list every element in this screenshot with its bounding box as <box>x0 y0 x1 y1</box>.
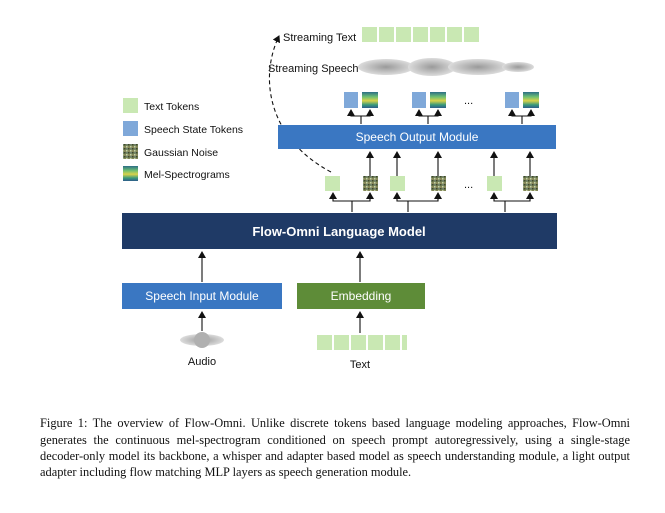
lm-output-ellipsis: ... <box>464 179 473 191</box>
figure-caption: Figure 1: The overview of Flow-Omni. Unl… <box>40 416 630 479</box>
text-label: Text <box>350 359 370 371</box>
lm-output-arrows <box>329 192 534 212</box>
speech-output-module <box>278 125 556 149</box>
speech-output-module-label: Speech Output Module <box>356 130 479 144</box>
streaming-text-tokens <box>362 27 479 42</box>
audio-waveform-icon <box>180 332 224 348</box>
legend-speech-state-tokens: Speech State Tokens <box>144 124 243 136</box>
language-model-label: Flow-Omni Language Model <box>252 224 425 239</box>
audio-label: Audio <box>188 356 216 368</box>
feedback-dashed-arrow <box>268 35 332 173</box>
output-arrows <box>347 109 535 124</box>
lm-input-arrows <box>198 251 364 282</box>
embedding-module <box>297 283 425 309</box>
speech-input-module-label: Speech Input Module <box>145 289 259 303</box>
input-text-tokens <box>317 335 407 350</box>
output-token-pairs <box>344 92 539 108</box>
speech-input-module <box>122 283 282 309</box>
legend-mel-spectrograms: Mel-Spectrograms <box>144 169 230 181</box>
embedding-label: Embedding <box>331 289 392 303</box>
streaming-speech-waveform <box>358 58 534 76</box>
input-arrows <box>198 311 364 333</box>
legend-gaussian-noise: Gaussian Noise <box>144 147 218 159</box>
module-input-arrows <box>366 151 534 176</box>
legend: Text Tokens Speech State Tokens Gaussian… <box>123 98 243 181</box>
streaming-speech-label: Streaming Speech <box>268 63 359 75</box>
output-ellipsis: ... <box>464 95 473 107</box>
flow-omni-language-model <box>122 213 557 249</box>
streaming-text-label: Streaming Text <box>283 32 356 44</box>
lm-output-tokens <box>325 176 538 191</box>
flow-omni-diagram: Streaming Text Streaming Speech Text Tok… <box>122 27 557 371</box>
legend-text-tokens: Text Tokens <box>144 101 199 113</box>
